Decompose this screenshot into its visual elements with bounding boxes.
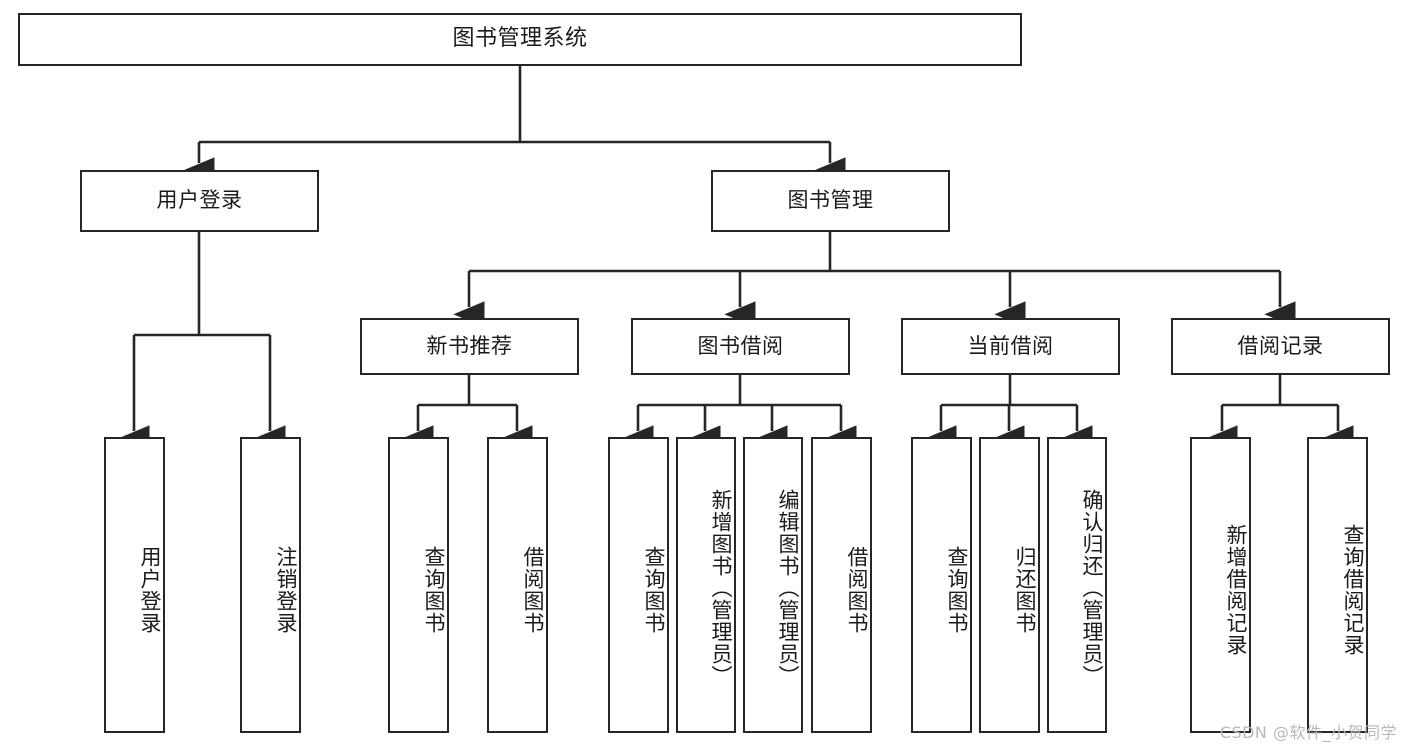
leaf-current-borrow-query[interactable]: 查询图书 [911,437,972,733]
leaf-user-login-logout[interactable]: 注销登录 [240,437,301,733]
leaf-user-login-login[interactable]: 用户登录 [104,437,165,733]
node-current-borrow[interactable]: 当前借阅 [901,318,1120,375]
leaf-current-borrow-confirm[interactable]: 确认归还（管理员） [1047,437,1107,733]
node-borrow-record[interactable]: 借阅记录 [1171,318,1390,375]
node-root-system[interactable]: 图书管理系统 [18,13,1022,66]
node-book-management[interactable]: 图书管理 [711,170,950,232]
leaf-book-borrow-add[interactable]: 新增图书（管理员） [676,437,736,733]
leaf-book-borrow-borrow[interactable]: 借阅图书 [811,437,872,733]
node-user-login[interactable]: 用户登录 [80,170,319,232]
leaf-book-borrow-edit[interactable]: 编辑图书（管理员） [743,437,803,733]
node-new-book-recommend[interactable]: 新书推荐 [360,318,579,375]
leaf-borrow-record-add[interactable]: 新增借阅记录 [1190,437,1251,733]
leaf-current-borrow-return[interactable]: 归还图书 [979,437,1040,733]
node-book-borrow[interactable]: 图书借阅 [631,318,850,375]
leaf-book-borrow-query[interactable]: 查询图书 [608,437,669,733]
leaf-new-book-borrow[interactable]: 借阅图书 [487,437,548,733]
leaf-borrow-record-query[interactable]: 查询借阅记录 [1307,437,1368,733]
watermark-text: CSDN @软件_小贺同学 [1219,723,1397,742]
leaf-new-book-query[interactable]: 查询图书 [388,437,449,733]
